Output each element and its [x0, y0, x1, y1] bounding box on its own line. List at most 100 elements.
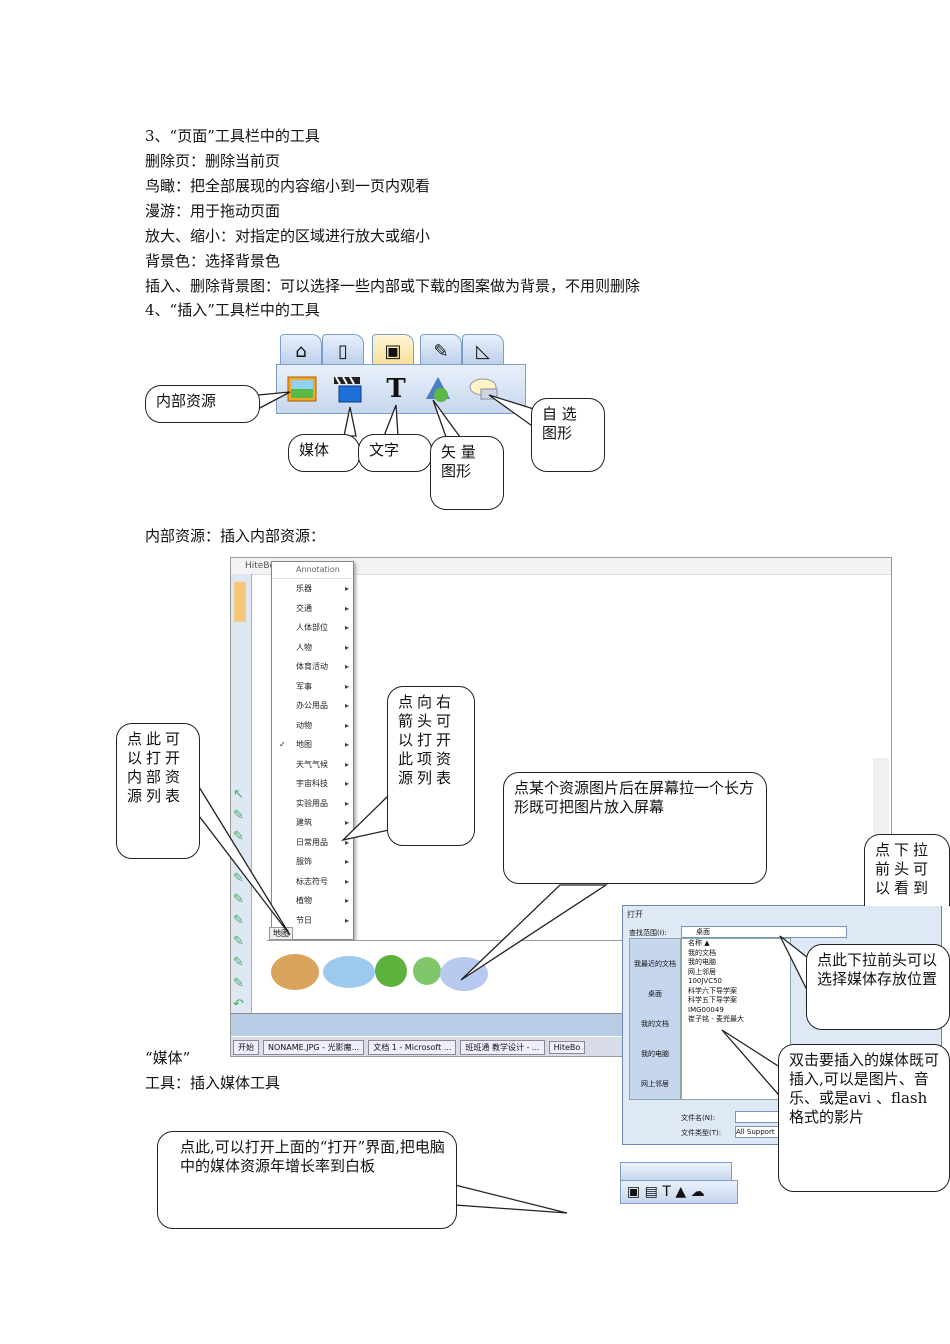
list-item[interactable]: 崔子铭 - 麦兜最大	[688, 1015, 744, 1023]
map-thumbnails[interactable]	[269, 947, 499, 1007]
custom-shape-icon[interactable]	[467, 373, 501, 405]
places-network[interactable]: 网上邻居	[641, 1080, 669, 1088]
list-item[interactable]: 科学五下导学案	[688, 996, 737, 1004]
places-computer[interactable]: 我的电脑	[641, 1050, 669, 1058]
tab-page[interactable]: ▯	[322, 334, 364, 367]
menu-item-label: 节日	[296, 915, 312, 925]
tab-insert[interactable]: ▣	[372, 334, 414, 367]
submenu-arrow-icon[interactable]: ▸	[344, 896, 349, 905]
menu-item-label: 实验用品	[296, 798, 328, 808]
menu-item[interactable]: 节日 ▸	[272, 911, 353, 931]
menu-item[interactable]: 动物 ▸	[272, 716, 353, 736]
menu-item-label: 标志符号	[296, 876, 328, 886]
callout-media: 媒体	[288, 434, 360, 472]
text-media-tool: 工具：插入媒体工具	[145, 1074, 281, 1092]
text-media-label: “媒体”	[145, 1049, 191, 1067]
right-toolbar[interactable]	[873, 758, 889, 838]
window-titlebar: HiteBoa	[231, 558, 891, 575]
text-internal-resource: 内部资源：插入内部资源：	[145, 527, 326, 545]
callout-double-click: 双击要插入的媒体既可插入,可以是图片、音乐、或是avi 、flash格式的影片	[778, 1044, 950, 1192]
menu-item[interactable]: 乐器 ▸	[272, 579, 353, 599]
submenu-arrow-icon[interactable]: ▸	[344, 681, 349, 691]
menu-item-label: 动物	[296, 720, 312, 730]
menu-item[interactable]: 实验用品 ▸	[272, 794, 353, 814]
check-icon: ✓	[279, 740, 286, 749]
submenu-arrow-icon[interactable]: ▸	[344, 740, 349, 749]
submenu-arrow-icon[interactable]: ▸	[344, 603, 349, 613]
places-recent[interactable]: 我最近的文档	[634, 960, 676, 968]
taskbar-item[interactable]: 文档 1 - Microsoft ...	[368, 1040, 457, 1055]
menu-item[interactable]: 植物▸	[272, 891, 353, 911]
submenu-arrow-icon[interactable]: ▸	[344, 720, 349, 730]
menu-item-label: 体育活动	[296, 662, 328, 671]
menu-item-label: 宇宙科技	[296, 779, 328, 788]
insert-icon: ▣	[384, 340, 402, 362]
list-item[interactable]: 我的电脑	[688, 958, 716, 966]
menu-item[interactable]: 人体部位▸	[272, 618, 353, 638]
menu-item[interactable]: 建筑▸	[272, 813, 353, 833]
list-item[interactable]: 100JVC50	[688, 977, 723, 985]
submenu-arrow-icon[interactable]: ▸	[344, 701, 349, 710]
menu-item[interactable]: 日常用品▸	[272, 833, 353, 853]
look-in-select[interactable]: 桌面	[681, 926, 847, 938]
menu-header: Annotation	[272, 562, 353, 579]
list-item[interactable]: 我的文档	[688, 948, 716, 957]
list-item[interactable]: 网上邻居	[688, 967, 716, 976]
callout-text: 文字	[358, 434, 432, 472]
tab-tools[interactable]: ✎	[420, 334, 462, 367]
submenu-arrow-icon[interactable]: ▸	[344, 642, 349, 652]
tab-math[interactable]: ◺	[462, 334, 504, 367]
places-desktop[interactable]: 桌面	[648, 990, 662, 998]
submenu-arrow-icon[interactable]: ▸	[344, 876, 349, 886]
submenu-arrow-icon[interactable]: ▸	[344, 857, 349, 866]
list-item[interactable]: IMG00049	[688, 1005, 724, 1014]
callout-dropdown: 点此下拉前头可以选择媒体存放位置	[806, 944, 950, 1030]
mini-toolbar-icons[interactable]: ▣ ▤ T ▲ ☁	[620, 1180, 738, 1204]
submenu-arrow-icon[interactable]: ▸	[344, 779, 349, 788]
list-item[interactable]: 科学六下导学案	[688, 986, 737, 995]
taskbar-start[interactable]: 开始	[233, 1040, 259, 1055]
menu-item[interactable]: 标志符号 ▸	[272, 872, 353, 892]
text-icon[interactable]: T	[386, 374, 406, 404]
ruler-icon: ◺	[476, 340, 490, 362]
menu-item[interactable]: 天气气候 ▸	[272, 755, 353, 775]
submenu-arrow-icon[interactable]: ▸	[344, 818, 349, 827]
menu-item-label: 办公用品	[296, 701, 328, 710]
vector-shape-icon[interactable]	[421, 373, 455, 405]
submenu-arrow-icon[interactable]: ▸	[344, 662, 349, 671]
menu-item[interactable]: 交通▸	[272, 599, 353, 619]
taskbar-item[interactable]: HiteBo	[548, 1041, 586, 1054]
menu-item[interactable]: 服饰▸	[272, 852, 353, 872]
file-list: 名称 ▲ 我的文档 我的电脑 网上邻居 100JVC50 科学六下导学案 科学五…	[681, 938, 791, 1100]
menu-item[interactable]: 军事▸	[272, 677, 353, 697]
taskbar-item[interactable]: 班班通 教学设计 - ...	[460, 1040, 545, 1055]
menu-item-label: 人物	[296, 642, 312, 652]
submenu-arrow-icon[interactable]: ▸	[344, 837, 349, 847]
menu-item[interactable]: 人物 ▸	[272, 638, 353, 658]
list-header[interactable]: 名称 ▲	[688, 939, 710, 947]
submenu-arrow-icon[interactable]: ▸	[344, 584, 349, 593]
picture-icon[interactable]	[285, 373, 319, 405]
vertical-toolbar: ↖✎✎✎✎✎✎✎✎✎↶	[231, 574, 252, 1029]
submenu-arrow-icon[interactable]: ▸	[344, 798, 349, 808]
menu-item[interactable]: 宇宙科技 ▸	[272, 774, 353, 794]
menu-item[interactable]: 体育活动 ▸	[272, 657, 353, 677]
tool-icons[interactable]: ↖✎✎✎✎✎✎✎✎✎↶	[233, 787, 244, 1012]
menu-item[interactable]: 办公用品 ▸	[272, 696, 353, 716]
places-documents[interactable]: 我的文档	[641, 1020, 669, 1028]
tab-home[interactable]: ⌂	[280, 334, 322, 367]
callout-arrow-right: 点向右箭头可以打开此项资源列表	[387, 686, 475, 846]
resource-tab[interactable]	[234, 582, 246, 622]
menu-item-label: 地图	[296, 740, 312, 749]
submenu-arrow-icon[interactable]: ▸	[344, 623, 349, 632]
text-bird-view: 鸟瞰：把全部展现的内容缩小到一页内观看	[145, 177, 431, 195]
submenu-arrow-icon[interactable]: ▸	[344, 759, 349, 769]
mini-insert-toolbar: ▣ ▤ T ▲ ☁	[620, 1162, 738, 1204]
media-icon[interactable]	[331, 373, 365, 405]
filename-label: 文件名(N):	[681, 1114, 716, 1122]
menu-item[interactable]: ✓ 地图 ▸	[272, 735, 353, 755]
submenu-arrow-icon[interactable]: ▸	[344, 915, 349, 925]
taskbar-item[interactable]: NONAME.JPG - 光影魔...	[263, 1040, 365, 1055]
menu-item-label: 乐器	[296, 584, 312, 593]
menu-item-label: 天气气候	[296, 759, 328, 769]
